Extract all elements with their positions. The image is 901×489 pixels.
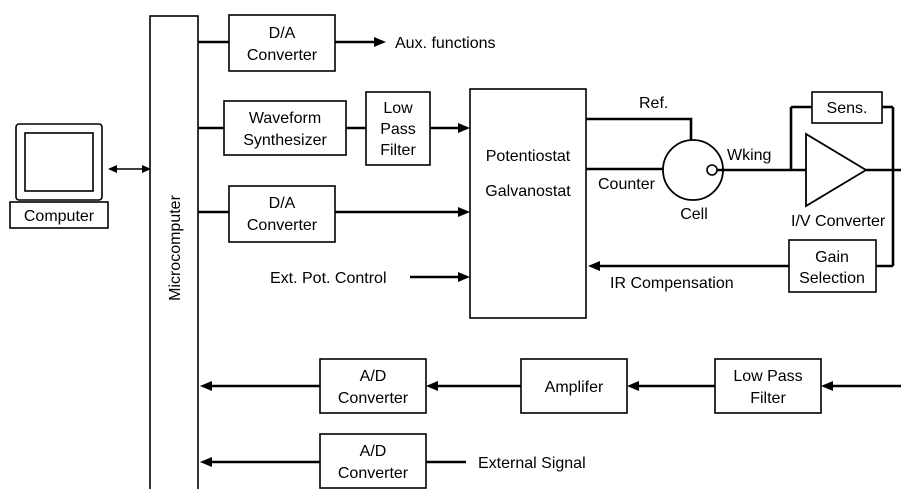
microcomputer-block: [149, 15, 199, 489]
ad-converter-bottom: [319, 433, 427, 489]
da-mid-line2: Converter: [247, 217, 318, 234]
computer-label: Computer: [24, 208, 95, 225]
computer-icon: [9, 123, 109, 229]
ext-pot-control-label: Ext. Pot. Control: [270, 270, 387, 287]
lpf-top-line1: Low: [383, 100, 413, 117]
da-top-line1: D/A: [269, 25, 296, 42]
microcomputer-label: Microcomputer: [167, 194, 184, 300]
da-mid-line1: D/A: [269, 195, 296, 212]
gain-line1: Gain: [815, 249, 849, 266]
lpf-top-line3: Filter: [380, 142, 416, 159]
lpf-bottom-line2: Filter: [750, 390, 786, 407]
lpf-top-line2: Pass: [380, 121, 416, 138]
galvanostat-label: Galvanostat: [485, 183, 571, 200]
cell-label: Cell: [680, 206, 708, 223]
amplifier-label: Amplifer: [545, 379, 604, 396]
external-signal-label: External Signal: [478, 455, 586, 472]
ad-lower-line2: Converter: [338, 390, 409, 407]
low-pass-filter-bottom: [714, 358, 822, 414]
gain-selection-block: [788, 239, 877, 293]
sens-label: Sens.: [827, 100, 868, 117]
waveform-synthesizer: [223, 100, 347, 156]
iv-converter-label: I/V Converter: [791, 213, 886, 230]
lpf-bottom-line1: Low Pass: [733, 368, 802, 385]
wking-label: Wking: [727, 147, 771, 164]
ad-bottom-line1: A/D: [360, 443, 387, 460]
iv-converter-amplifier-icon: [805, 132, 868, 208]
counter-label: Counter: [598, 176, 656, 193]
computer-link-arrow: [108, 165, 151, 173]
low-pass-filter-top: [365, 91, 431, 166]
amplifier-block: [520, 358, 628, 414]
da-converter-top: [228, 14, 336, 72]
potentiostat-galvanostat: [469, 88, 587, 319]
ad-lower-line1: A/D: [360, 368, 387, 385]
working-electrode-icon: [706, 164, 718, 176]
waveform-line1: Waveform: [249, 110, 321, 127]
potentiostat-label: Potentiostat: [486, 148, 571, 165]
gain-line2: Selection: [799, 270, 865, 287]
ir-compensation-label: IR Compensation: [610, 275, 734, 292]
aux-functions-label: Aux. functions: [395, 35, 496, 52]
ad-bottom-line2: Converter: [338, 465, 409, 482]
ref-label: Ref.: [639, 95, 668, 112]
da-top-line2: Converter: [247, 47, 318, 64]
waveform-line2: Synthesizer: [243, 132, 327, 149]
da-converter-middle: [228, 185, 336, 243]
